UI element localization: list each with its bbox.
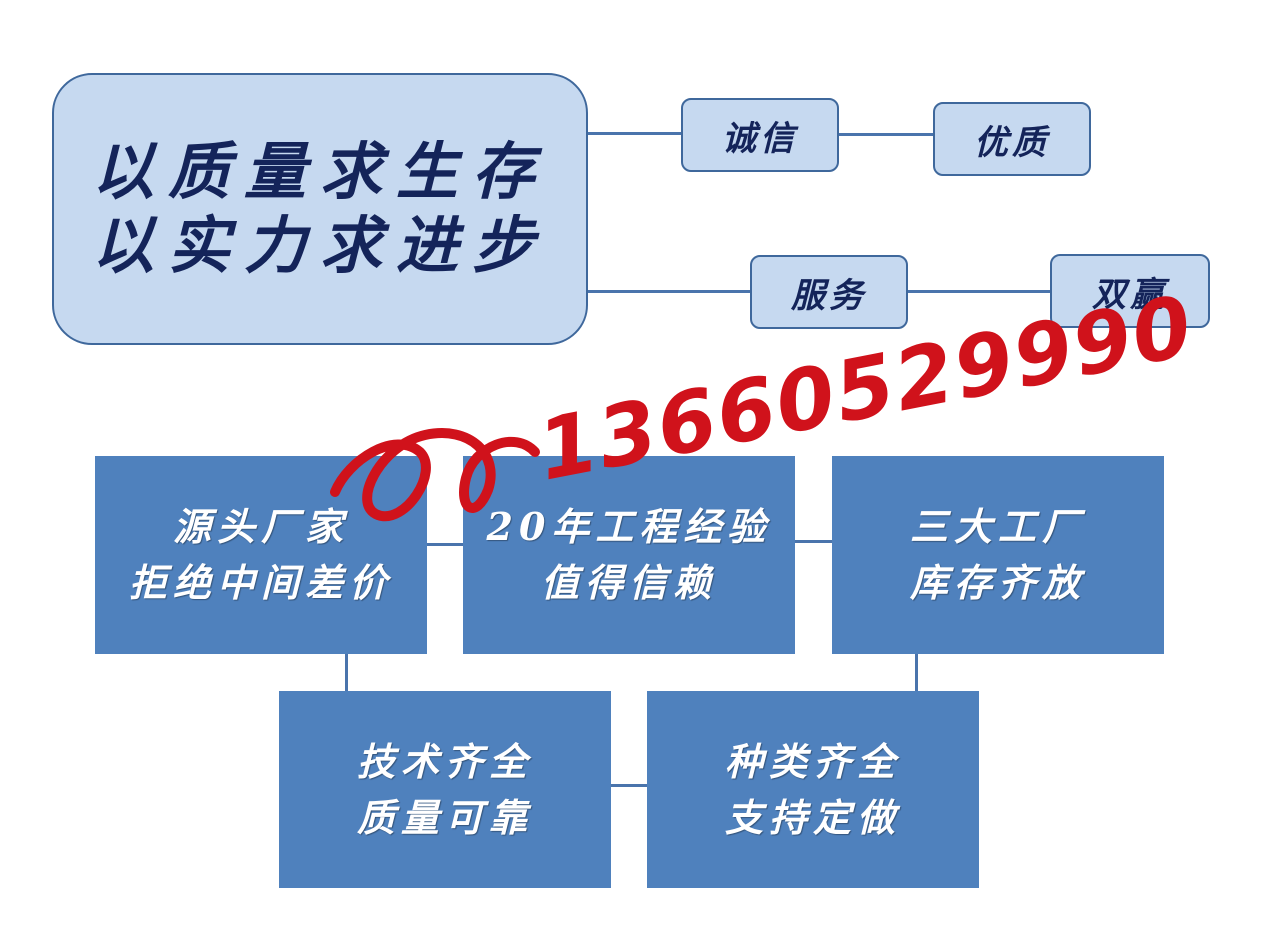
connector-fuwu-shuangying bbox=[907, 290, 1052, 293]
tag-fuwu: 服务 bbox=[750, 255, 908, 329]
card-variety-line-2: 支持定做 bbox=[724, 794, 901, 840]
connector-card1-card4 bbox=[345, 652, 348, 692]
card-technology-line-1: 技术齐全 bbox=[356, 738, 533, 784]
card-experience-line-2: 值得信赖 bbox=[540, 560, 717, 605]
card-factories-line-1: 三大工厂 bbox=[909, 504, 1086, 549]
connector-chengxin-youzhi bbox=[838, 133, 934, 136]
card-source-factory: 源头厂家 拒绝中间差价 bbox=[95, 456, 427, 654]
tag-chengxin: 诚信 bbox=[681, 98, 839, 172]
connector-main-chengxin bbox=[588, 132, 682, 135]
card-experience: 20年工程经验 值得信赖 bbox=[463, 456, 795, 654]
connector-card4-card5 bbox=[610, 784, 648, 787]
slogan-line-1: 以质量求生存 bbox=[91, 135, 548, 208]
connector-main-fuwu bbox=[588, 290, 751, 293]
slogan-line-2: 以实力求进步 bbox=[91, 209, 548, 282]
tag-shuangying: 双赢 bbox=[1050, 254, 1210, 328]
card-variety-line-1: 种类齐全 bbox=[724, 738, 901, 784]
card-factories: 三大工厂 库存齐放 bbox=[832, 456, 1164, 654]
connector-card3-card5 bbox=[915, 652, 918, 692]
card-technology: 技术齐全 质量可靠 bbox=[279, 691, 611, 888]
card-technology-line-2: 质量可靠 bbox=[356, 794, 533, 840]
card-source-factory-line-1: 源头厂家 bbox=[172, 504, 349, 549]
tag-youzhi: 优质 bbox=[933, 102, 1091, 176]
slogan-box: 以质量求生存 以实力求进步 bbox=[52, 73, 588, 345]
card-source-factory-line-2: 拒绝中间差价 bbox=[128, 560, 393, 605]
connector-card1-card2 bbox=[426, 543, 464, 546]
card-factories-line-2: 库存齐放 bbox=[909, 560, 1086, 605]
connector-card2-card3 bbox=[794, 540, 833, 543]
card-experience-line-1: 20年工程经验 bbox=[486, 504, 772, 549]
card-variety: 种类齐全 支持定做 bbox=[647, 691, 979, 888]
